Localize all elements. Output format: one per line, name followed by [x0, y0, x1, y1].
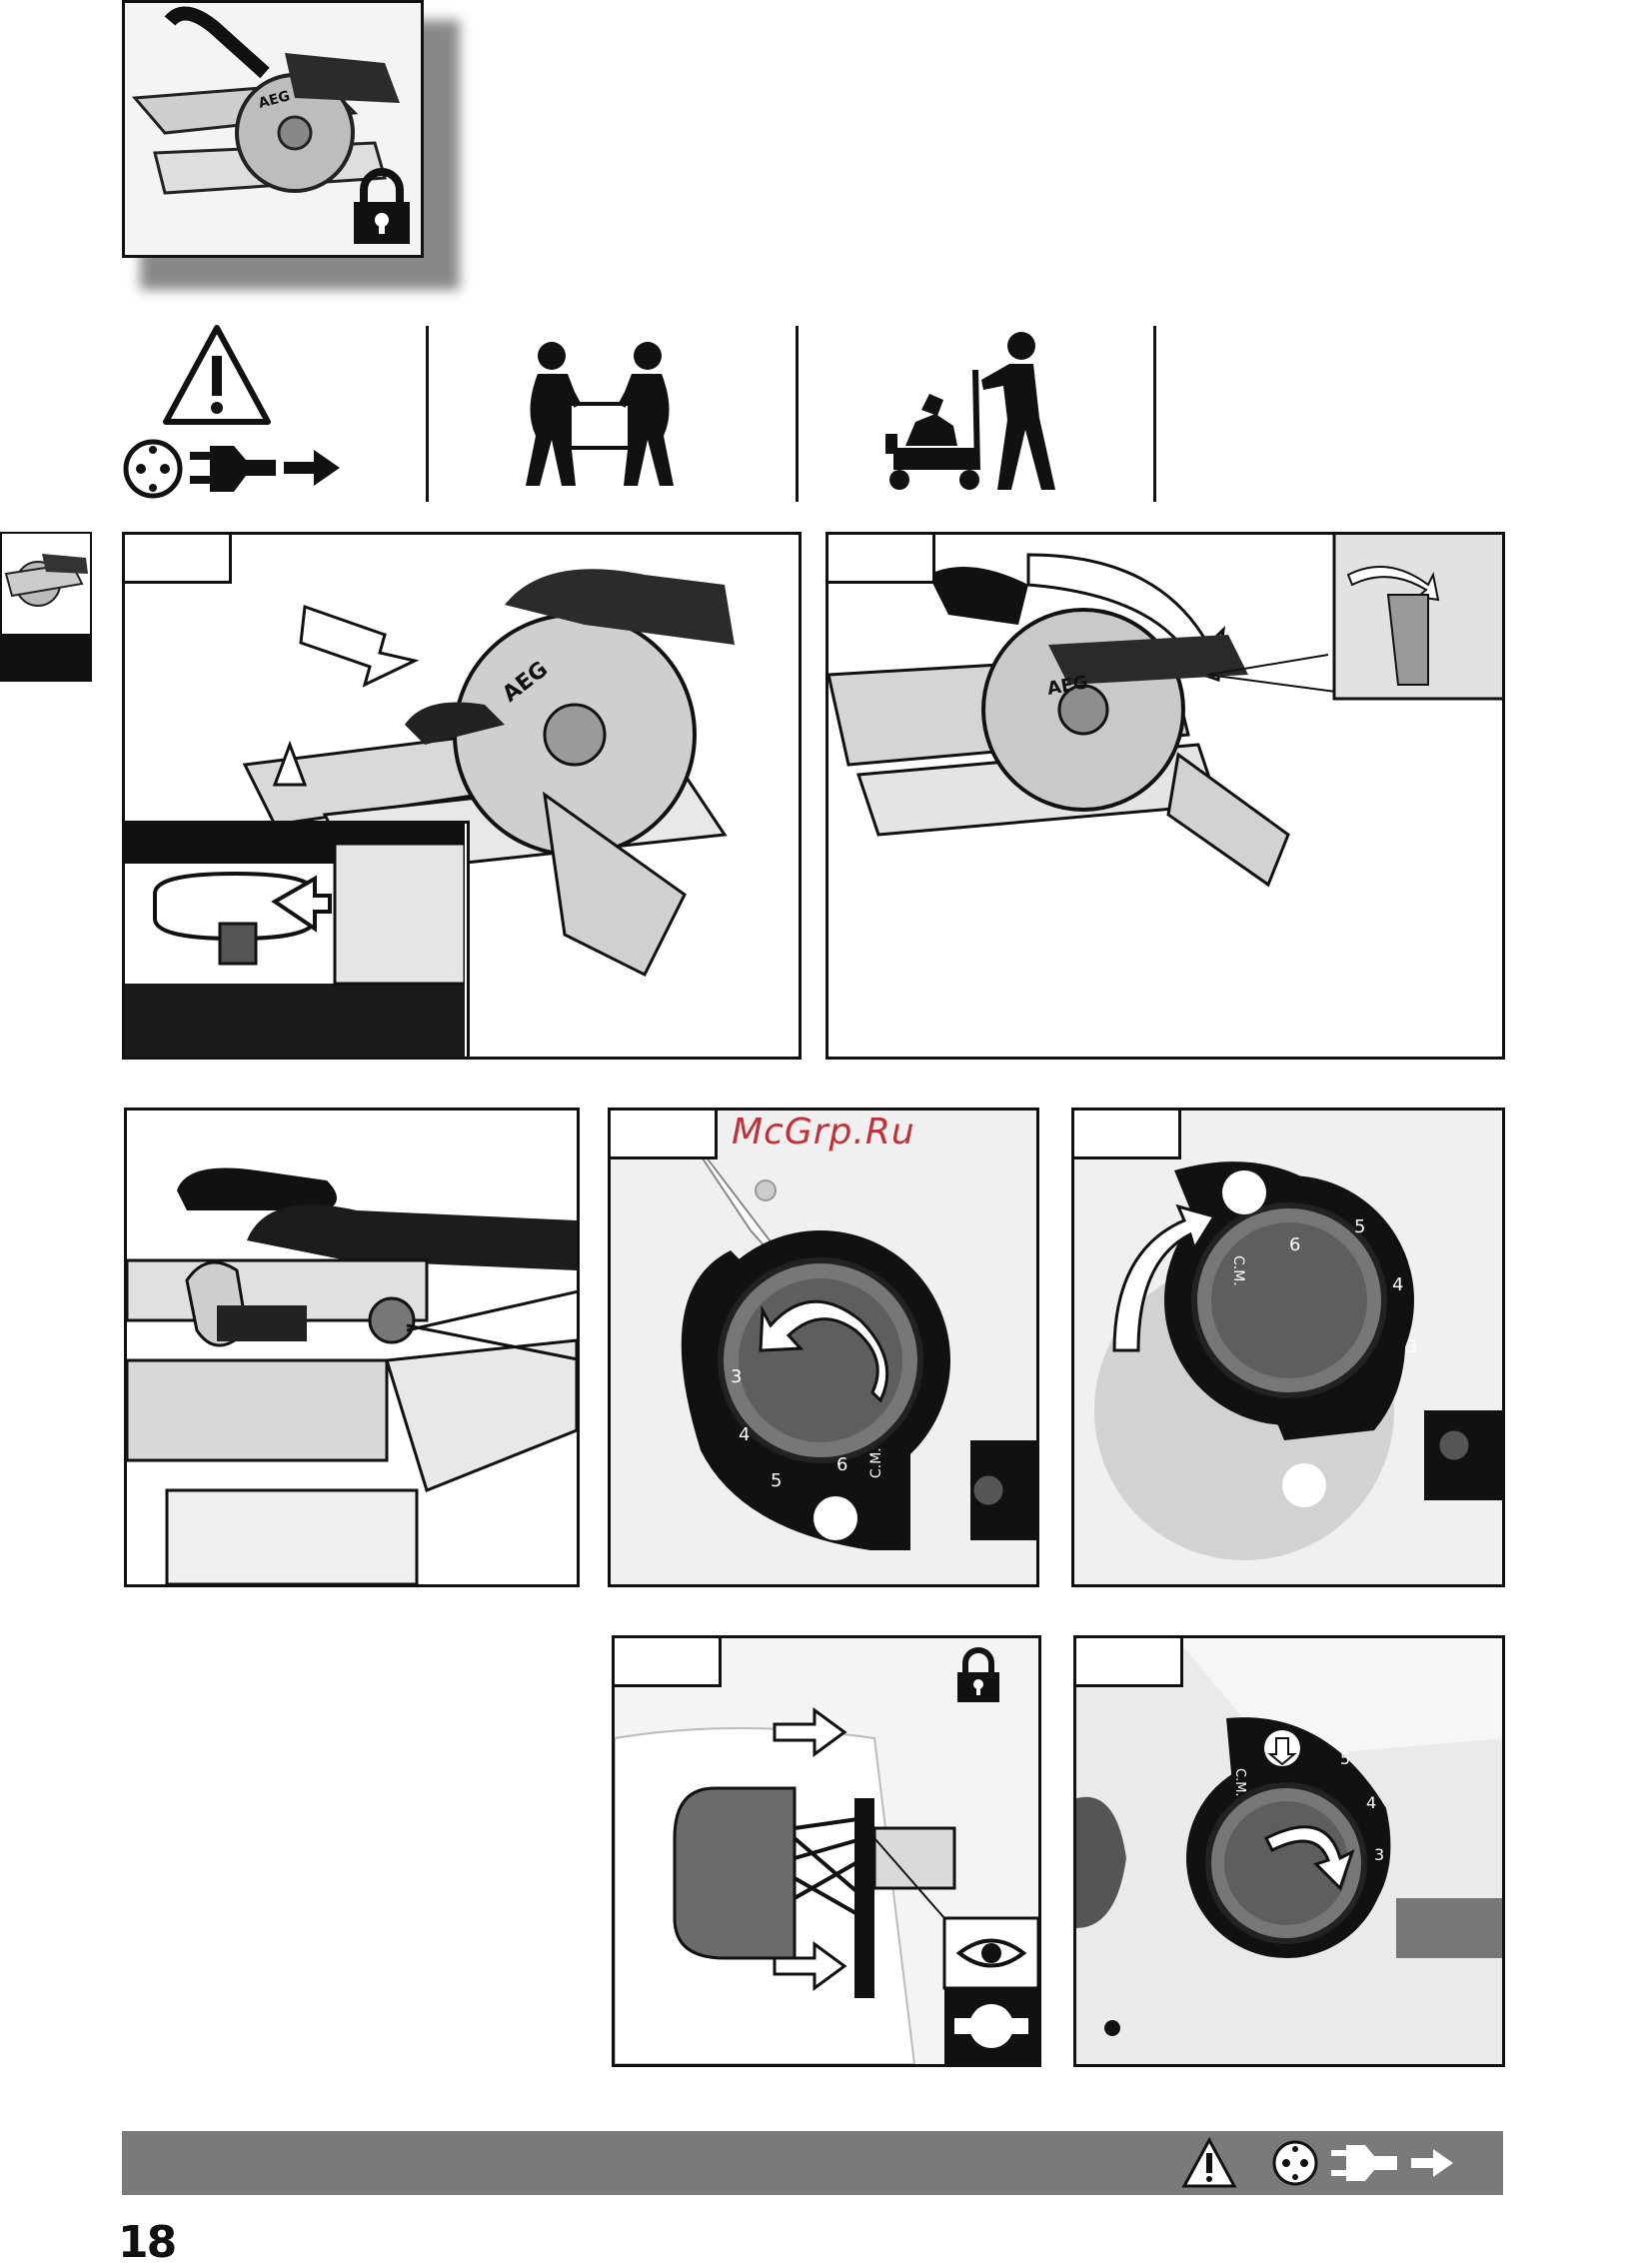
dial-mark-cm: C.M. — [1232, 1768, 1247, 1797]
miter-saw-side-illustration — [127, 1111, 577, 1584]
arrow-right-icon — [284, 450, 340, 486]
dial-mark-cm: C.M. — [868, 1447, 884, 1478]
trolley-transport-icon — [885, 330, 1059, 496]
dial-mark-cm: C.M. — [1230, 1255, 1246, 1286]
bevel-dial-illustration: 5 4 3 C.M. — [1076, 1638, 1502, 2064]
inset-knob-detail — [122, 821, 470, 1060]
divider — [426, 326, 429, 502]
figure-number-box — [1073, 1635, 1183, 1687]
warning-triangle-icon — [160, 322, 274, 430]
dial-mark-3: 3 — [1374, 1845, 1384, 1864]
dial-mark-5: 5 — [1354, 1216, 1365, 1237]
plug-icon — [1331, 2145, 1397, 2181]
miter-saw-illustration: AEG — [828, 535, 1502, 1057]
figure-saw-locked: AEG — [122, 0, 424, 258]
plug-icon — [190, 446, 276, 492]
figure-unlock-slide: AEG — [122, 532, 802, 1060]
figure-push-back: AEG — [826, 532, 1505, 1060]
two-person-lift-icon — [518, 340, 682, 490]
divider — [796, 326, 799, 502]
socket-icon — [1271, 2139, 1319, 2187]
figure-number-box — [612, 1635, 722, 1687]
lock-icon — [350, 168, 414, 246]
dial-mark-5: 5 — [1340, 1749, 1350, 1768]
dial-mark-3: 3 — [1406, 1336, 1417, 1357]
warning-triangle-icon — [1181, 2137, 1237, 2189]
arrow-right-icon — [1411, 2149, 1453, 2177]
figure-bevel-dial-unlock: 3 4 5 6 C.M. — [608, 1108, 1039, 1587]
lock-icon — [954, 1646, 1002, 1704]
side-tab-thumbnail — [0, 532, 92, 682]
dial-mark-4: 4 — [1392, 1274, 1403, 1295]
dial-mark-4: 4 — [739, 1424, 750, 1445]
figure-knob-spring-lock — [612, 1635, 1041, 2067]
socket-icon — [122, 438, 184, 500]
page-number: 18 — [118, 2217, 175, 2268]
dial-mark-5: 5 — [771, 1470, 782, 1491]
figure-bevel-dial-lock: 5 4 3 C.M. — [1073, 1635, 1505, 2067]
figure-dial-location — [124, 1108, 580, 1587]
bevel-dial-illustration: 6 5 4 3 C.M. — [1074, 1111, 1502, 1584]
dial-mark-6: 6 — [1289, 1234, 1300, 1255]
dial-mark-4: 4 — [1366, 1793, 1376, 1812]
footer-bar — [122, 2131, 1503, 2195]
dial-mark-6: 6 — [836, 1454, 847, 1475]
dial-mark-3: 3 — [731, 1366, 742, 1387]
figure-bevel-dial-rotated: 6 5 4 3 C.M. — [1071, 1108, 1505, 1587]
figure-number-box — [1071, 1108, 1181, 1159]
divider — [1153, 326, 1156, 502]
figure-number-box — [826, 532, 935, 584]
bevel-dial-illustration: 3 4 5 6 C.M. — [611, 1111, 1036, 1584]
figure-number-box — [608, 1108, 718, 1159]
figure-number-box — [122, 532, 232, 584]
watermark: McGrp.Ru — [732, 1112, 915, 1152]
